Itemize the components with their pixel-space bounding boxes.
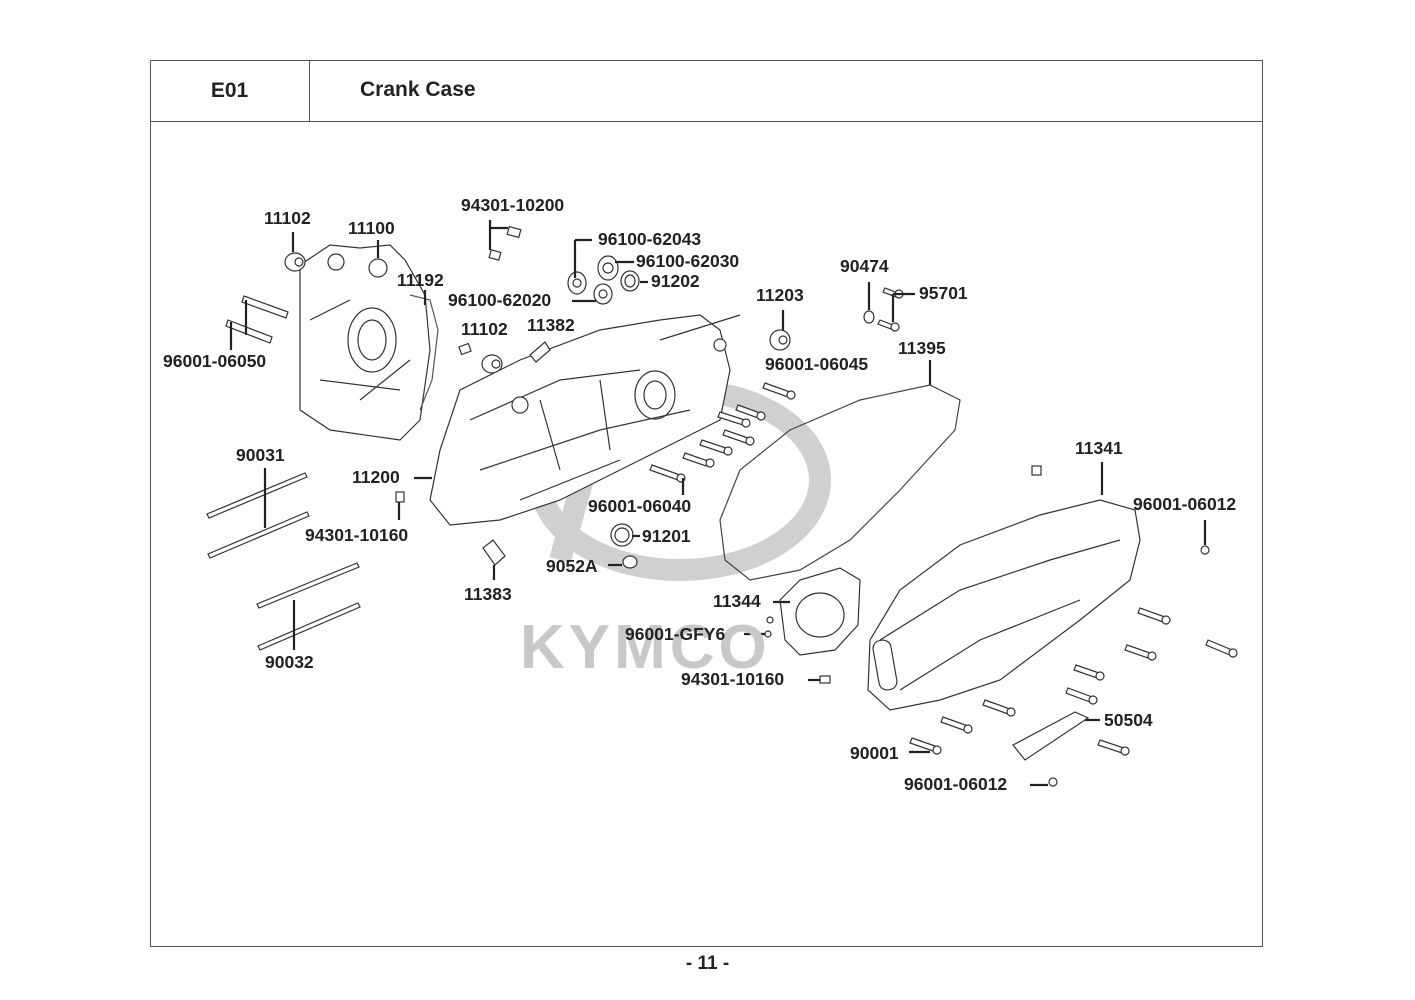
part-label: 11102: [264, 208, 311, 228]
bushing-11203: [769, 329, 791, 351]
part-label: 95701: [919, 283, 968, 303]
part-label: 94301-10160: [305, 525, 409, 545]
transmission-cover-11341: [867, 499, 1141, 711]
section-code: E01: [150, 60, 310, 122]
part-label: 11395: [898, 338, 946, 358]
part-label: 96001-06050: [163, 351, 267, 371]
part-label: 94301-10160: [681, 669, 785, 689]
part-label: 96100-62020: [448, 290, 552, 310]
dowel-94301-10200: [488, 225, 522, 261]
part-label: 11102: [461, 319, 508, 339]
part-label: 9052A: [546, 556, 598, 576]
part-label: 96001-06040: [588, 496, 692, 516]
part-label: 11341: [1075, 438, 1123, 458]
oil-seal-91201: [610, 523, 634, 547]
bolts-96001-06045: [735, 382, 796, 421]
bearing-96100-62020: [593, 283, 613, 305]
part-label: 11200: [352, 467, 400, 487]
part-label: 11192: [397, 270, 444, 290]
bolts-96001-06040: [649, 411, 755, 483]
part-label: 11382: [527, 315, 575, 335]
oil-seal-91202: [620, 270, 640, 292]
bolt-95701: [877, 287, 904, 332]
clamp-11383: [482, 539, 506, 566]
section-code-text: E01: [210, 78, 249, 102]
part-label: 96001-06045: [765, 354, 869, 374]
part-label: 94301-10200: [461, 195, 565, 215]
bearing-96100-62030: [597, 255, 619, 281]
crankcase-right-half-11200: [429, 314, 741, 526]
part-label: 96001-06012: [1133, 494, 1237, 514]
part-label: 90474: [840, 256, 889, 276]
part-label: 90001: [850, 743, 899, 763]
page-number: - 11 -: [685, 953, 730, 974]
part-label: 91201: [642, 526, 691, 546]
part-label: 96100-62030: [636, 251, 740, 271]
pin-94301-10160: [395, 491, 405, 503]
dowel-pin-11102: [284, 252, 306, 272]
bracket-11382: [529, 341, 551, 363]
part-label: 90031: [236, 445, 285, 465]
part-label: 11344: [713, 591, 761, 611]
bolt-96001-06012: [1048, 545, 1210, 787]
stud-bolt-90032: [256, 562, 361, 651]
plate-11344: [779, 567, 861, 656]
part-label: 96001-06012: [904, 774, 1008, 794]
part-label: 11383: [464, 584, 512, 604]
part-label: 91202: [651, 271, 700, 291]
part-label: 90032: [265, 652, 314, 672]
dowel-pin-11102-b: [458, 342, 503, 374]
brand-watermark-text: KYMCO: [520, 613, 771, 682]
guide-50504: [1012, 711, 1090, 761]
washer-90474: [863, 310, 875, 324]
bolt-96001-06050: [225, 295, 289, 344]
header-divider: [310, 121, 1263, 122]
cover-bolts: [940, 607, 1238, 756]
leader-lines: [229, 220, 1207, 787]
drain-plug-9052A: [622, 555, 638, 569]
dowel-pin: [1031, 465, 1042, 476]
part-label: 11100: [348, 218, 395, 238]
section-title: Crank Case: [360, 78, 476, 101]
stud-bolt-90031: [206, 472, 310, 559]
gasket-11192: [409, 294, 439, 411]
crankcase-left-half-11100: [299, 244, 431, 441]
cover-gasket-11395: [719, 384, 961, 581]
bearing-96100-62043: [567, 271, 587, 295]
part-label: 50504: [1104, 710, 1153, 730]
part-label: 11203: [756, 285, 804, 305]
bolt-90001: [909, 737, 942, 755]
pin-94301-10160-b: [819, 675, 831, 684]
part-label: 96001-GFY6: [625, 624, 726, 644]
part-label: 96100-62043: [598, 229, 702, 249]
diagram-frame: [150, 60, 1263, 947]
